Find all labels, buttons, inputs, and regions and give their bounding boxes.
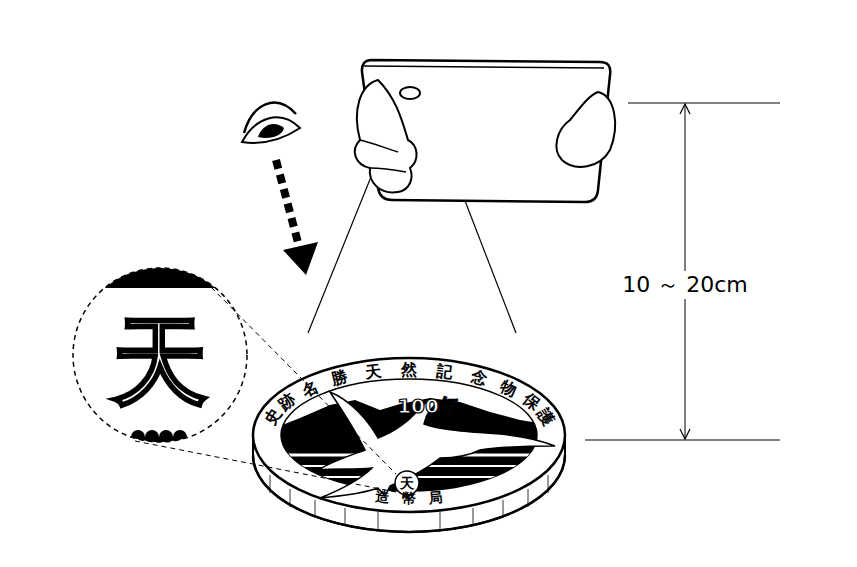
magnified-character: 天: [112, 314, 208, 410]
magnifier: [60, 260, 396, 492]
motion-arrow: [276, 160, 318, 275]
eye: [242, 103, 300, 143]
rim-character: 造: [375, 489, 390, 504]
phone: [355, 60, 615, 202]
coin-year-text: 100年: [397, 396, 459, 416]
coin: [253, 358, 565, 532]
rim-character: 然: [401, 362, 417, 378]
dimension-label: 10 ～ 20cm: [620, 271, 750, 299]
rim-character: 記: [436, 363, 454, 381]
rim-character: 幣: [402, 491, 416, 505]
rim-character: 局: [428, 489, 443, 504]
coin-small-character: 天: [400, 476, 414, 490]
dimension: [585, 103, 780, 440]
rim-character: 勝: [329, 369, 349, 389]
rim-character: 天: [364, 363, 382, 381]
